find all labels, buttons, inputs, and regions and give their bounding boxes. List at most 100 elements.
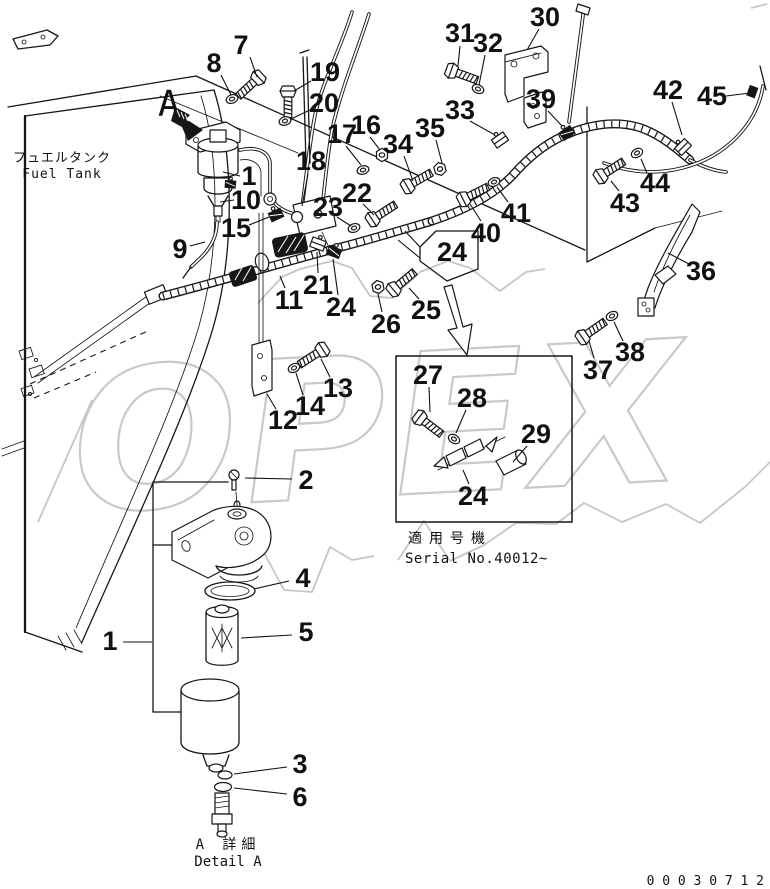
callout-leader-24 xyxy=(332,258,339,296)
callout-leader-40 xyxy=(469,203,482,222)
part-gasket-4 xyxy=(204,581,256,601)
callout-45: 45 xyxy=(697,81,727,111)
reference-arrow xyxy=(443,284,473,356)
callout-leader-38 xyxy=(613,321,624,342)
callout-leader-30 xyxy=(526,28,540,51)
labels: フュエルタンク Fuel Tank 適用号機 Serial No.40012~ … xyxy=(13,151,764,889)
callout-24: 24 xyxy=(437,237,467,267)
callout-leader-28 xyxy=(455,409,467,434)
callout-leader-27 xyxy=(428,386,431,413)
watermark-jagged-edges xyxy=(37,3,770,593)
callout-leader-20 xyxy=(290,109,311,120)
callout-leader-3 xyxy=(233,766,288,775)
detail-label-jp: A 詳細 xyxy=(196,837,261,853)
callout-leader-44 xyxy=(640,158,648,174)
callout-leader-10 xyxy=(219,199,235,203)
callout-36: 36 xyxy=(686,256,716,286)
callout-leader-4 xyxy=(253,580,290,590)
fuel-tank-label-en: Fuel Tank xyxy=(22,167,101,182)
callout-leader-12 xyxy=(266,393,277,410)
callout-leader-8 xyxy=(220,74,232,96)
callout-25: 25 xyxy=(411,295,441,325)
callout-leader-42 xyxy=(671,101,683,136)
part-washer-23 xyxy=(346,221,362,235)
support-rod xyxy=(567,3,591,124)
callout-10: 10 xyxy=(231,185,261,215)
callout-12: 12 xyxy=(268,405,298,435)
callout-leader-21 xyxy=(316,251,319,274)
callout-leader-5 xyxy=(240,634,293,639)
callout-24: 24 xyxy=(326,292,356,322)
mounting-bracket-30 xyxy=(504,45,549,129)
serial-note-jp: 適用号機 xyxy=(408,530,492,547)
fuel-tank-label-jp: フュエルタンク xyxy=(13,151,111,166)
callout-40: 40 xyxy=(471,218,501,248)
part-washer-44 xyxy=(629,145,645,161)
watermark-text: OPEX xyxy=(66,298,696,557)
callout-22: 22 xyxy=(342,178,372,208)
callout-leader-43 xyxy=(610,180,620,192)
callout-11: 11 xyxy=(275,285,304,315)
callout-41: 41 xyxy=(501,198,531,228)
callout-leader-23 xyxy=(336,216,352,227)
callout-33: 33 xyxy=(445,95,475,125)
callout-leader-31 xyxy=(457,45,461,67)
part-washer-32 xyxy=(470,82,486,96)
part-element-5 xyxy=(205,604,239,666)
callout-leader-11 xyxy=(279,275,286,289)
opex-watermark: OPEX xyxy=(65,297,697,558)
callout-27: 27 xyxy=(413,360,443,390)
callout-leader-7 xyxy=(249,56,258,78)
callout-24: 24 xyxy=(458,481,488,511)
part-washer-17 xyxy=(355,163,371,177)
serial-option-box xyxy=(395,355,573,523)
filter-bowl xyxy=(180,678,240,773)
callout-leader-19 xyxy=(293,80,312,92)
callout-9: 9 xyxy=(172,234,187,264)
part-nut-26 xyxy=(370,278,386,296)
callout-16: 16 xyxy=(351,110,381,140)
callout-8: 8 xyxy=(206,48,221,78)
callout-17: 17 xyxy=(327,119,357,149)
callout-15: 15 xyxy=(221,213,251,243)
callout-30: 30 xyxy=(530,2,560,32)
callout-42: 42 xyxy=(653,75,683,105)
callout-leader-17 xyxy=(345,145,362,166)
callout-5: 5 xyxy=(298,617,313,647)
callout-7: 7 xyxy=(233,30,248,60)
tank-hinge-details xyxy=(18,346,45,397)
callout-28: 28 xyxy=(457,383,487,413)
callout-14: 14 xyxy=(295,391,325,421)
callout-box-24 xyxy=(397,230,479,356)
callout-1: 1 xyxy=(102,626,117,656)
callout-leader-35 xyxy=(435,139,443,164)
doc-number: 0 0 0 3 0 7 1 2 xyxy=(647,874,764,889)
callout-44: 44 xyxy=(640,168,670,198)
callout-4: 4 xyxy=(295,563,310,593)
callout-leader-45 xyxy=(725,92,751,97)
part-bolt-31 xyxy=(443,60,481,89)
callout-leader-22 xyxy=(362,203,375,216)
callout-leader-13 xyxy=(320,358,331,378)
callout-leader-32 xyxy=(478,54,486,86)
part-oring-6 xyxy=(213,781,233,793)
view-arrow: A xyxy=(158,84,203,141)
callout-leader-6 xyxy=(233,787,288,795)
part-oring-3 xyxy=(217,770,233,780)
breather-tube xyxy=(602,65,767,174)
fuel-tank-outline xyxy=(1,29,723,653)
callout-43: 43 xyxy=(610,188,640,218)
filter-detail-assembly xyxy=(152,469,272,838)
callout-29: 29 xyxy=(521,419,551,449)
part-nut-35 xyxy=(432,160,448,178)
callout-leader-33 xyxy=(469,120,496,136)
part-clamp-33 xyxy=(488,128,510,149)
tank-lug xyxy=(12,29,59,50)
callout-35: 35 xyxy=(415,113,445,143)
callout-39: 39 xyxy=(526,84,556,114)
callout-21: 21 xyxy=(303,270,333,300)
callout-leader-1 xyxy=(222,171,241,177)
